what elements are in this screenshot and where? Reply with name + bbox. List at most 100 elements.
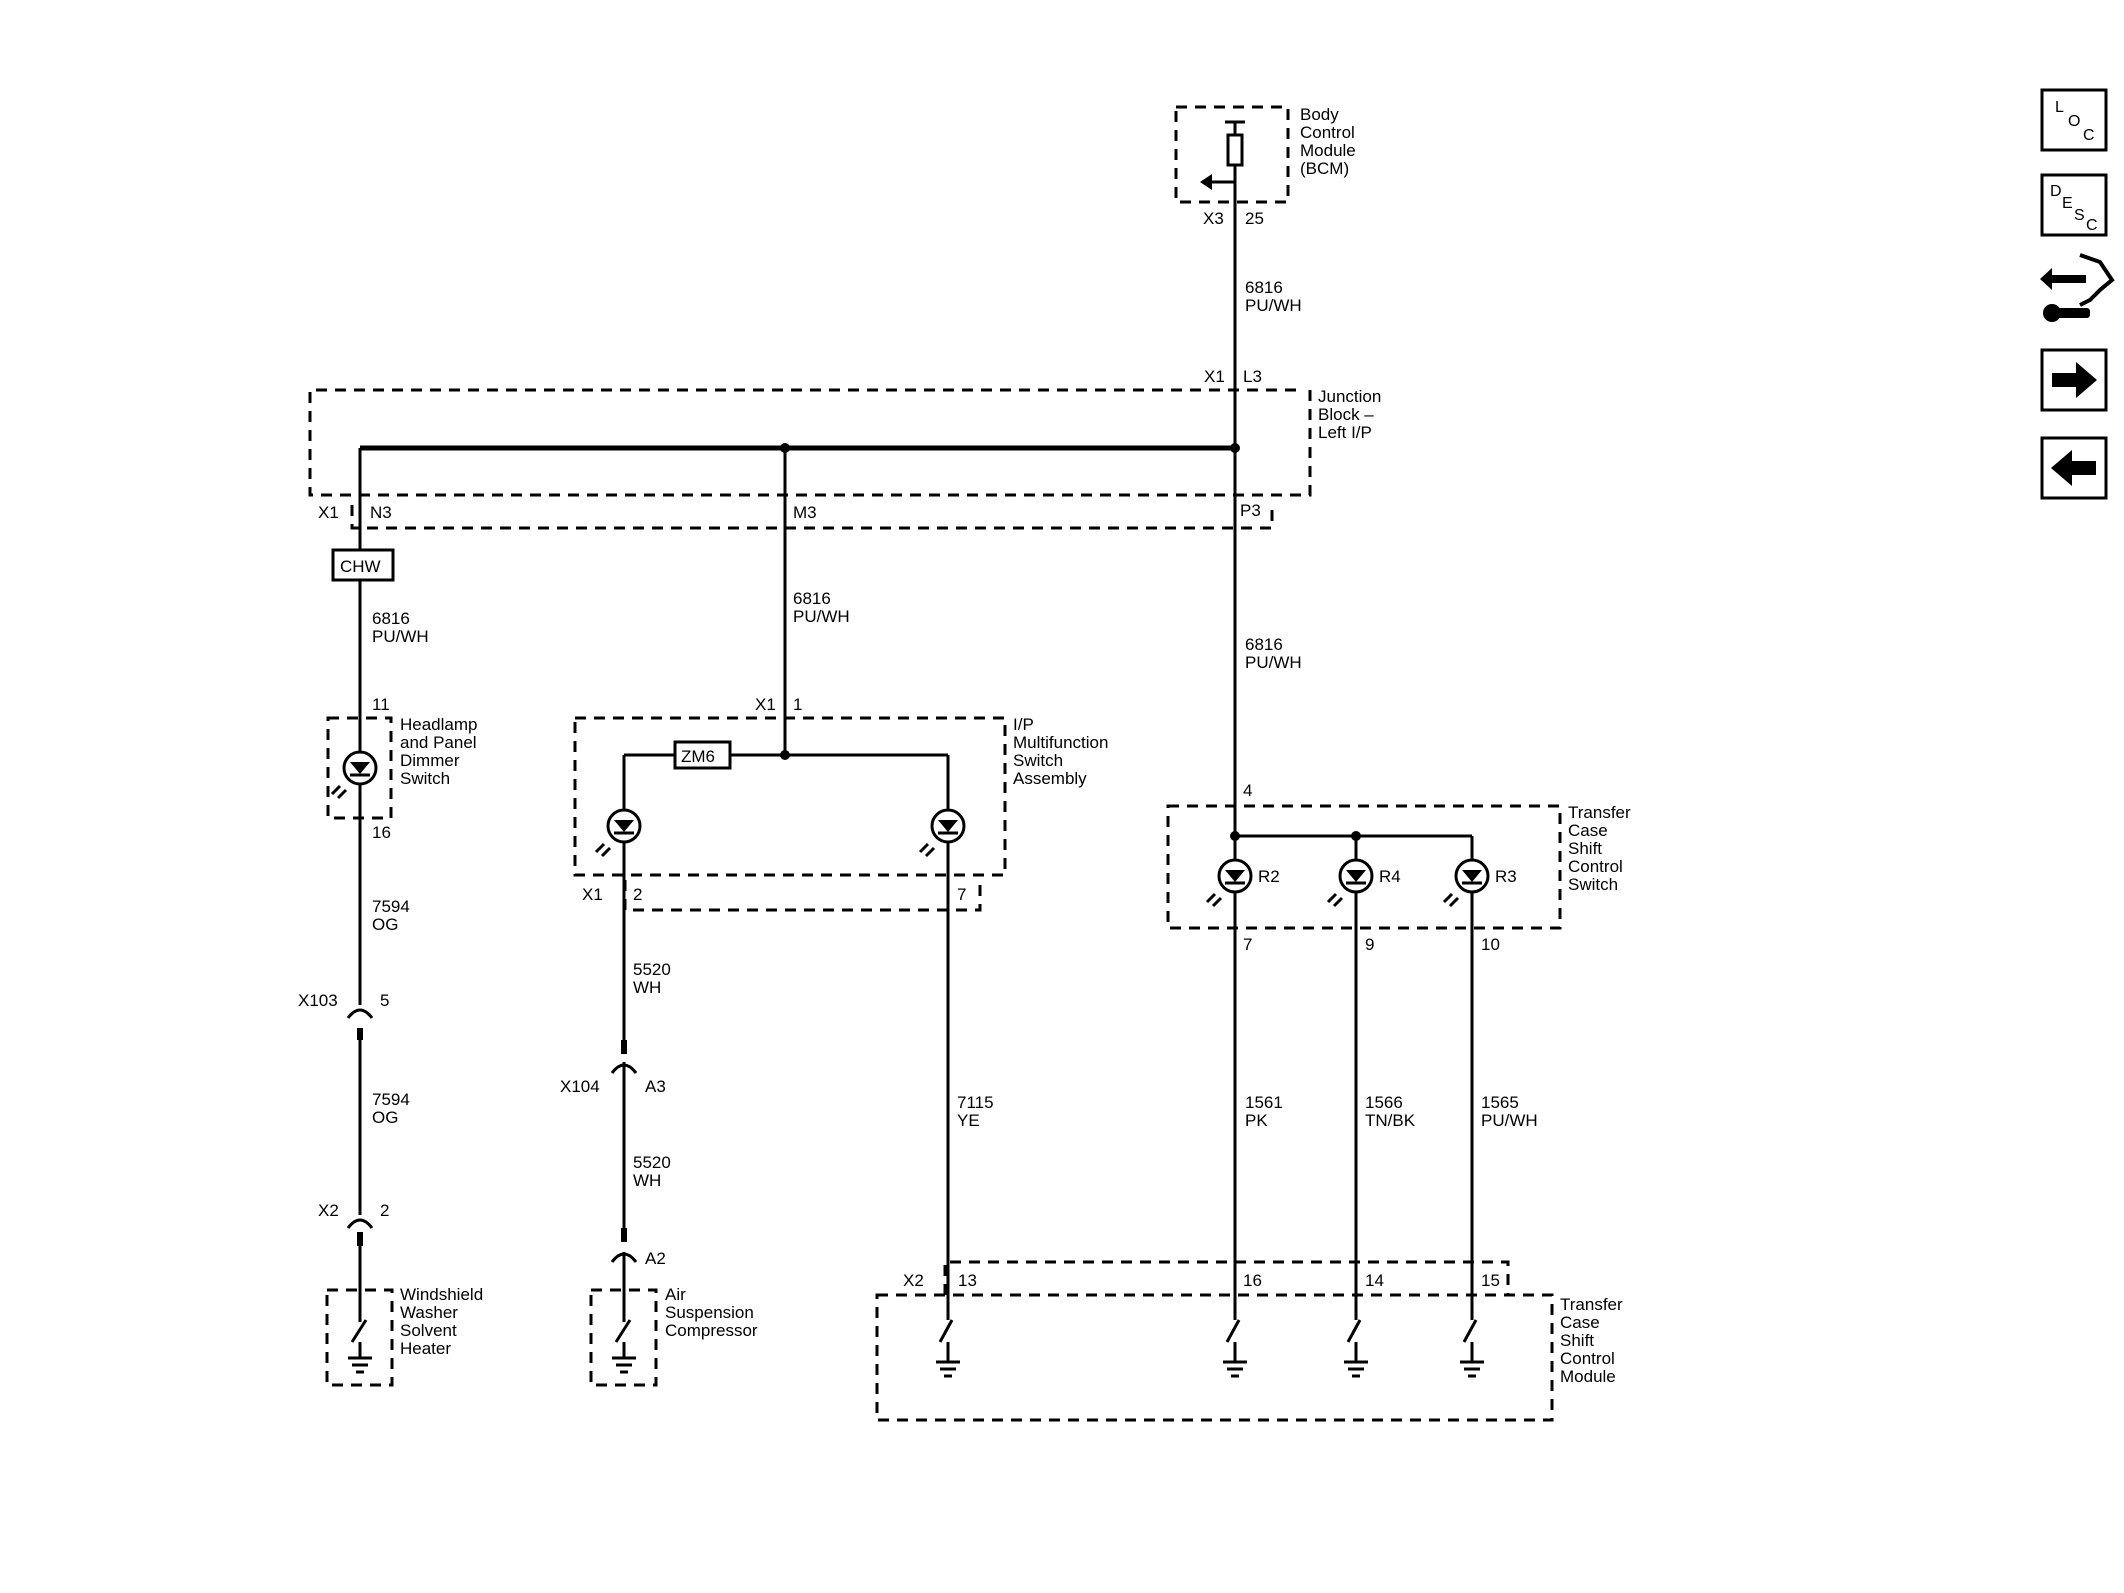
svg-text:Case: Case xyxy=(1560,1313,1600,1332)
svg-text:Solvent: Solvent xyxy=(400,1321,457,1340)
led-light-icon xyxy=(1205,892,1217,904)
svg-text:1: 1 xyxy=(793,695,802,714)
svg-text:ZM6: ZM6 xyxy=(681,747,715,766)
svg-text:9: 9 xyxy=(1365,935,1374,954)
wire-label: PK xyxy=(1245,1111,1268,1130)
transfer-case-shift-control-switch: 4 R2 R4 R3 Transfer Case Shift Control S… xyxy=(1166,781,1631,954)
svg-text:5: 5 xyxy=(380,991,389,1010)
svg-text:X1: X1 xyxy=(755,695,776,714)
svg-text:(BCM): (BCM) xyxy=(1300,159,1349,178)
svg-text:10: 10 xyxy=(1481,935,1500,954)
svg-text:A3: A3 xyxy=(645,1077,666,1096)
wire-label: PU/WH xyxy=(1481,1111,1538,1130)
wire-label: TN/BK xyxy=(1365,1111,1416,1130)
wire-label: 5520 xyxy=(633,960,671,979)
wire-label: YE xyxy=(957,1111,980,1130)
svg-text:CHW: CHW xyxy=(340,557,381,576)
wire-label: 7594 xyxy=(372,897,410,916)
svg-text:16: 16 xyxy=(372,823,391,842)
svg-text:13: 13 xyxy=(958,1271,977,1290)
svg-text:A2: A2 xyxy=(645,1249,666,1268)
windshield-washer-solvent-heater: Windshield Washer Solvent Heater xyxy=(325,1285,483,1387)
svg-text:Shift: Shift xyxy=(1560,1331,1594,1350)
svg-text:R2: R2 xyxy=(1258,867,1280,886)
wire-label: PU/WH xyxy=(372,627,429,646)
svg-text:4: 4 xyxy=(1243,781,1252,800)
headlamp-panel-dimmer-switch: 11 Headlamp and Panel Dimmer Switch 16 xyxy=(326,695,478,842)
svg-text:R4: R4 xyxy=(1379,867,1401,886)
svg-text:X1: X1 xyxy=(582,885,603,904)
svg-text:7: 7 xyxy=(1243,935,1252,954)
body-control-module: Body Control Module (BCM) X3 25 xyxy=(1174,105,1356,228)
svg-text:Headlamp: Headlamp xyxy=(400,715,478,734)
svg-text:L: L xyxy=(2055,99,2064,116)
svg-text:L3: L3 xyxy=(1243,367,1262,386)
svg-text:Multifunction: Multifunction xyxy=(1013,733,1108,752)
wire-label: 6816 xyxy=(372,609,410,628)
svg-text:Windshield: Windshield xyxy=(400,1285,483,1304)
svg-text:Compressor: Compressor xyxy=(665,1321,758,1340)
chw-option-box: CHW xyxy=(331,548,395,582)
svg-text:X2: X2 xyxy=(318,1201,339,1220)
svg-text:X103: X103 xyxy=(298,991,338,1010)
wire-label: 5520 xyxy=(633,1153,671,1172)
svg-text:Switch: Switch xyxy=(400,769,450,788)
svg-text:Dimmer: Dimmer xyxy=(400,751,460,770)
wire-label: 7594 xyxy=(372,1090,410,1109)
loc-button[interactable]: L O C xyxy=(2040,88,2108,152)
connector-x104: X104 A3 xyxy=(560,1062,666,1230)
svg-text:Control: Control xyxy=(1568,857,1623,876)
wire-label: WH xyxy=(633,1171,661,1190)
svg-text:11: 11 xyxy=(372,695,390,714)
svg-text:16: 16 xyxy=(1243,1271,1262,1290)
svg-text:Switch: Switch xyxy=(1568,875,1618,894)
svg-text:X3: X3 xyxy=(1203,209,1224,228)
wire-label: WH xyxy=(633,978,661,997)
svg-text:Switch: Switch xyxy=(1013,751,1063,770)
led-light-icon xyxy=(330,784,342,796)
svg-text:M3: M3 xyxy=(793,503,817,522)
svg-text:X104: X104 xyxy=(560,1077,600,1096)
svg-text:Case: Case xyxy=(1568,821,1608,840)
connector-pinout-button[interactable] xyxy=(2040,253,2115,322)
svg-text:Control: Control xyxy=(1560,1349,1615,1368)
next-button[interactable] xyxy=(2040,348,2108,412)
svg-text:Assembly: Assembly xyxy=(1013,769,1087,788)
svg-text:E: E xyxy=(2062,195,2073,212)
svg-text:and Panel: and Panel xyxy=(400,733,477,752)
svg-text:Transfer: Transfer xyxy=(1560,1295,1623,1314)
prev-button[interactable] xyxy=(2040,436,2108,500)
desc-button[interactable]: D E S C xyxy=(2040,173,2108,237)
prev-arrow-icon xyxy=(2051,450,2096,486)
led-light-icon xyxy=(594,842,606,854)
svg-text:Washer: Washer xyxy=(400,1303,458,1322)
svg-text:2: 2 xyxy=(633,885,642,904)
wire-label: 6816 xyxy=(1245,278,1283,297)
ip-multifunction-switch-assembly: X1 1 ZM6 I/P Multifunction Switch Assemb… xyxy=(573,695,1108,912)
ground-icon xyxy=(612,1356,636,1374)
svg-text:X2: X2 xyxy=(903,1271,924,1290)
connector-x2-left: X2 2 xyxy=(318,1201,389,1300)
svg-text:D: D xyxy=(2050,183,2062,200)
wire-label: 6816 xyxy=(1245,635,1283,654)
svg-text:2: 2 xyxy=(380,1201,389,1220)
svg-text:Control: Control xyxy=(1300,123,1355,142)
wire-label: 1565 xyxy=(1481,1093,1519,1112)
wire-label: 6816 xyxy=(793,589,831,608)
connector-x103: X103 5 xyxy=(298,991,389,1215)
air-suspension-compressor: Air Suspension Compressor xyxy=(589,1285,758,1387)
svg-text:Air: Air xyxy=(665,1285,686,1304)
svg-text:15: 15 xyxy=(1481,1271,1500,1290)
wire-label: OG xyxy=(372,1108,398,1127)
svg-text:14: 14 xyxy=(1365,1271,1384,1290)
svg-text:7: 7 xyxy=(957,885,966,904)
svg-text:Suspension: Suspension xyxy=(665,1303,754,1322)
ground-icon xyxy=(348,1356,372,1374)
wire-label: PU/WH xyxy=(1245,653,1302,672)
svg-text:Shift: Shift xyxy=(1568,839,1602,858)
svg-text:P3: P3 xyxy=(1240,501,1261,520)
connector-x104-a2: A2 xyxy=(610,1249,666,1300)
junction-block-left-ip: X1 L3 Junction Block – Left I/P X1 N3 M3… xyxy=(308,367,1381,530)
wire-label: PU/WH xyxy=(793,607,850,626)
